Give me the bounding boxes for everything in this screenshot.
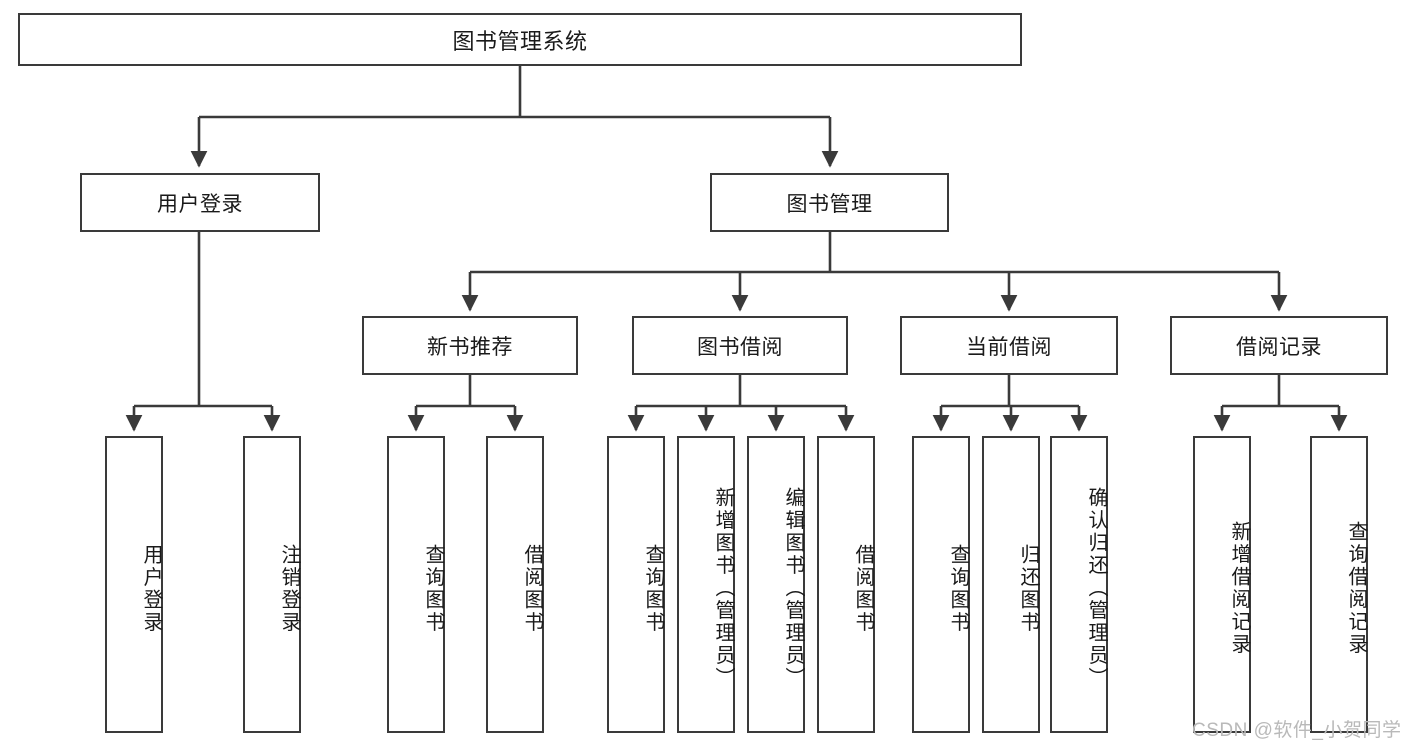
leaf-borrow-borrow-book-label: 借阅图书 [852,543,874,634]
leaf-current-query-book-label: 查询图书 [947,543,969,634]
leaf-record-query-record[interactable]: 查询借阅记录 [1310,436,1368,733]
node-current-borrow[interactable]: 当前借阅 [900,316,1118,375]
leaf-record-add-record[interactable]: 新增借阅记录 [1193,436,1251,733]
leaf-borrow-edit-book-admin[interactable]: 编辑图书（管理员） [747,436,805,733]
node-borrow-record[interactable]: 借阅记录 [1170,316,1388,375]
node-root[interactable]: 图书管理系统 [18,13,1022,66]
leaf-current-confirm-return-admin-label: 确认归还（管理员） [1085,487,1107,690]
node-user-login[interactable]: 用户登录 [80,173,320,232]
leaf-logout[interactable]: 注销登录 [243,436,301,733]
leaf-borrow-borrow-book[interactable]: 借阅图书 [817,436,875,733]
node-book-management[interactable]: 图书管理 [710,173,949,232]
node-book-borrow-label: 图书借阅 [697,335,783,359]
node-borrow-record-label: 借阅记录 [1236,335,1322,359]
leaf-record-add-record-label: 新增借阅记录 [1228,521,1250,656]
leaf-user-login[interactable]: 用户登录 [105,436,163,733]
node-book-borrow[interactable]: 图书借阅 [632,316,848,375]
node-user-login-label: 用户登录 [157,192,243,216]
leaf-current-return-book[interactable]: 归还图书 [982,436,1040,733]
leaf-logout-label: 注销登录 [278,543,300,634]
leaf-borrow-add-book-admin-label: 新增图书（管理员） [712,487,734,690]
leaf-record-query-record-label: 查询借阅记录 [1345,521,1367,656]
node-new-book-recommend-label: 新书推荐 [427,335,513,359]
node-root-label: 图书管理系统 [452,28,588,54]
leaf-borrow-query-book[interactable]: 查询图书 [607,436,665,733]
leaf-borrow-edit-book-admin-label: 编辑图书（管理员） [782,487,804,690]
leaf-user-login-label: 用户登录 [140,543,162,634]
node-current-borrow-label: 当前借阅 [966,335,1052,359]
leaf-newbook-borrow-book-label: 借阅图书 [521,543,543,634]
node-new-book-recommend[interactable]: 新书推荐 [362,316,578,375]
leaf-newbook-query-book-label: 查询图书 [422,543,444,634]
leaf-borrow-add-book-admin[interactable]: 新增图书（管理员） [677,436,735,733]
node-book-management-label: 图书管理 [786,192,873,216]
leaf-newbook-query-book[interactable]: 查询图书 [387,436,445,733]
leaf-current-return-book-label: 归还图书 [1017,543,1039,634]
leaf-borrow-query-book-label: 查询图书 [642,543,664,634]
leaf-newbook-borrow-book[interactable]: 借阅图书 [486,436,544,733]
leaf-current-confirm-return-admin[interactable]: 确认归还（管理员） [1050,436,1108,733]
leaf-current-query-book[interactable]: 查询图书 [912,436,970,733]
